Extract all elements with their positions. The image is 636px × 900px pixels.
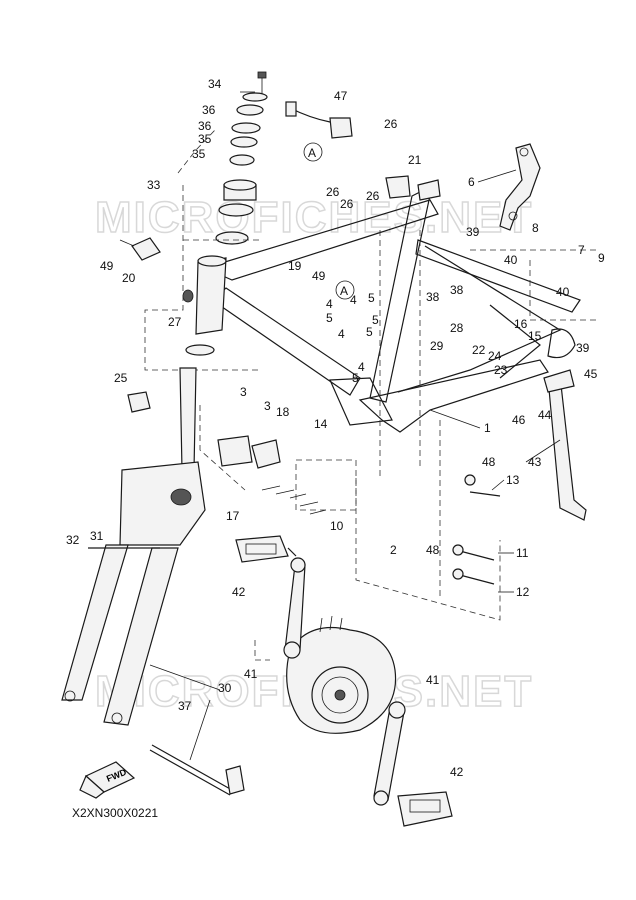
callout-26d: 26 bbox=[366, 189, 380, 203]
callout-14: 14 bbox=[314, 417, 328, 431]
callout-17: 17 bbox=[226, 509, 240, 523]
callout-4b: 4 bbox=[338, 327, 345, 341]
crank-arm-left bbox=[283, 557, 306, 659]
callout-48a: 48 bbox=[482, 455, 496, 469]
headset-stack bbox=[182, 71, 268, 356]
callout-47: 47 bbox=[334, 89, 348, 103]
controller-bracket bbox=[217, 435, 327, 515]
watermark-top: MICROFICHES.NET bbox=[95, 193, 533, 242]
callout-18: 18 bbox=[276, 405, 290, 419]
callout-1: 1 bbox=[484, 421, 491, 435]
callout-3a: 3 bbox=[240, 385, 247, 399]
callout-42b: 42 bbox=[450, 765, 464, 779]
callout-49a: 49 bbox=[100, 259, 114, 273]
callout-4d: 4 bbox=[358, 360, 365, 374]
callout-26a: 26 bbox=[384, 117, 398, 131]
callout-11: 11 bbox=[516, 546, 529, 560]
callout-5c: 5 bbox=[366, 325, 373, 339]
callout-49b: 49 bbox=[312, 269, 326, 283]
callout-44: 44 bbox=[538, 408, 552, 422]
callout-7: 7 bbox=[578, 243, 585, 257]
callout-48b: 48 bbox=[426, 543, 440, 557]
callout-29: 29 bbox=[430, 339, 444, 353]
callout-28: 28 bbox=[450, 321, 464, 335]
speed-sensor-harness bbox=[285, 101, 353, 139]
callout-35a: 35 bbox=[198, 132, 212, 146]
callout-39b: 39 bbox=[576, 341, 590, 355]
kickstand bbox=[543, 369, 587, 521]
callout-31: 31 bbox=[90, 529, 104, 543]
callout-32: 32 bbox=[66, 533, 80, 547]
callout-41b: 41 bbox=[426, 673, 440, 687]
callout-33: 33 bbox=[147, 178, 161, 192]
ref-marker-a-top-label: A bbox=[308, 146, 316, 160]
crank-arm-right bbox=[373, 701, 406, 806]
callout-35b: 35 bbox=[192, 147, 206, 161]
callout-45: 45 bbox=[584, 367, 598, 381]
drawing-code: X2XN300X0221 bbox=[72, 806, 159, 820]
forward-arrow-icon: FWD bbox=[79, 761, 136, 799]
callout-21: 21 bbox=[408, 153, 422, 167]
callout-37: 37 bbox=[178, 699, 192, 713]
callout-10: 10 bbox=[330, 519, 344, 533]
pedal-left bbox=[235, 535, 297, 563]
callout-39a: 39 bbox=[466, 225, 480, 239]
callout-46: 46 bbox=[512, 413, 526, 427]
callout-2: 2 bbox=[390, 543, 397, 557]
callout-36b: 36 bbox=[198, 119, 212, 133]
stem bbox=[119, 237, 161, 261]
callout-5b: 5 bbox=[326, 311, 333, 325]
front-axle bbox=[149, 744, 245, 796]
callout-3b: 3 bbox=[264, 399, 271, 413]
callout-34: 34 bbox=[208, 77, 222, 91]
callout-27: 27 bbox=[168, 315, 182, 329]
callout-24: 24 bbox=[488, 349, 502, 363]
callout-26c: 26 bbox=[340, 197, 354, 211]
callout-40a: 40 bbox=[504, 253, 518, 267]
callout-38b: 38 bbox=[450, 283, 464, 297]
callout-5d: 5 bbox=[372, 313, 379, 327]
pedal-right bbox=[397, 791, 453, 827]
clamp bbox=[127, 391, 151, 413]
ref-marker-a-frame bbox=[335, 280, 355, 300]
callout-26b: 26 bbox=[326, 185, 340, 199]
callout-22: 22 bbox=[472, 343, 486, 357]
callout-6: 6 bbox=[468, 175, 475, 189]
frame bbox=[195, 179, 581, 433]
drive-motor bbox=[286, 615, 397, 734]
callout-43: 43 bbox=[528, 455, 542, 469]
callout-4a: 4 bbox=[326, 297, 333, 311]
callout-15: 15 bbox=[528, 329, 542, 343]
callout-5a: 5 bbox=[368, 291, 375, 305]
callout-41a: 41 bbox=[244, 667, 258, 681]
callout-4c: 4 bbox=[350, 293, 357, 307]
callout-30: 30 bbox=[218, 681, 232, 695]
callout-9: 9 bbox=[598, 251, 605, 265]
bolts-right bbox=[452, 474, 501, 585]
callout-40b: 40 bbox=[556, 285, 570, 299]
callout-8: 8 bbox=[532, 221, 539, 235]
callout-25: 25 bbox=[114, 371, 128, 385]
callout-16: 16 bbox=[514, 317, 528, 331]
callout-42a: 42 bbox=[232, 585, 246, 599]
sensor-bracket bbox=[385, 175, 411, 199]
ref-marker-a-frame-label: A bbox=[340, 284, 348, 298]
ref-marker-a-top bbox=[303, 142, 323, 162]
callout-5e: 5 bbox=[352, 371, 359, 385]
leader-lines bbox=[240, 91, 561, 593]
fork bbox=[61, 367, 206, 726]
callout-36a: 36 bbox=[202, 103, 216, 117]
callout-labels: 1 2 3 3 4 4 4 4 5 5 5 5 5 6 7 8 9 10 11 … bbox=[66, 77, 605, 779]
callout-20: 20 bbox=[122, 271, 136, 285]
derailleur-hanger bbox=[499, 143, 541, 231]
callout-38a: 38 bbox=[426, 290, 440, 304]
callout-13: 13 bbox=[506, 473, 520, 487]
callout-23: 23 bbox=[494, 363, 508, 377]
callout-19: 19 bbox=[288, 259, 302, 273]
callout-12: 12 bbox=[516, 585, 530, 599]
